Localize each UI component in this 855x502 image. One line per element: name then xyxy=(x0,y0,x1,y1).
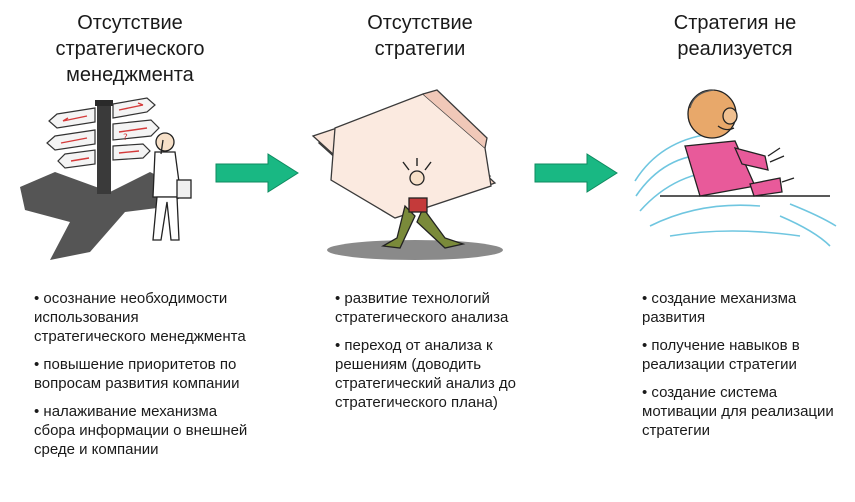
right-arrow-icon xyxy=(215,153,299,193)
angry-man-at-desk-icon xyxy=(634,89,837,247)
list-item: • создание механизма развития xyxy=(642,290,797,326)
column-3-bullet-list: • создание механизма развития • получени… xyxy=(642,289,842,449)
list-item: • создание система мотивации для реализа… xyxy=(642,384,834,439)
man-crushed-by-papers-icon xyxy=(311,89,503,260)
column-3-title: Стратегия не реализуется xyxy=(673,12,797,60)
list-item: • развитие технологий стратегического ан… xyxy=(335,290,509,326)
right-arrow-icon xyxy=(534,153,618,193)
list-item: • повышение приоритетов по вопросам разв… xyxy=(34,356,240,392)
list-item: • налаживание механизма сбора информации… xyxy=(34,403,248,458)
column-2-bullet-list: • развитие технологий стратегического ан… xyxy=(335,289,525,421)
signpost-confused-man-icon: ? xyxy=(20,97,192,260)
list-item: • переход от анализа к решениям (доводит… xyxy=(335,337,517,411)
column-1-title: Отсутствие стратегического менеджмента xyxy=(55,12,205,86)
column-1-bullet-list: • осознание необходимости использования … xyxy=(34,289,254,468)
column-2-title: Отсутствие стратегии xyxy=(367,12,473,60)
svg-text:?: ? xyxy=(123,133,128,143)
list-item: • осознание необходимости использования … xyxy=(34,290,246,345)
list-item: • получение навыков в реализации стратег… xyxy=(642,337,800,373)
